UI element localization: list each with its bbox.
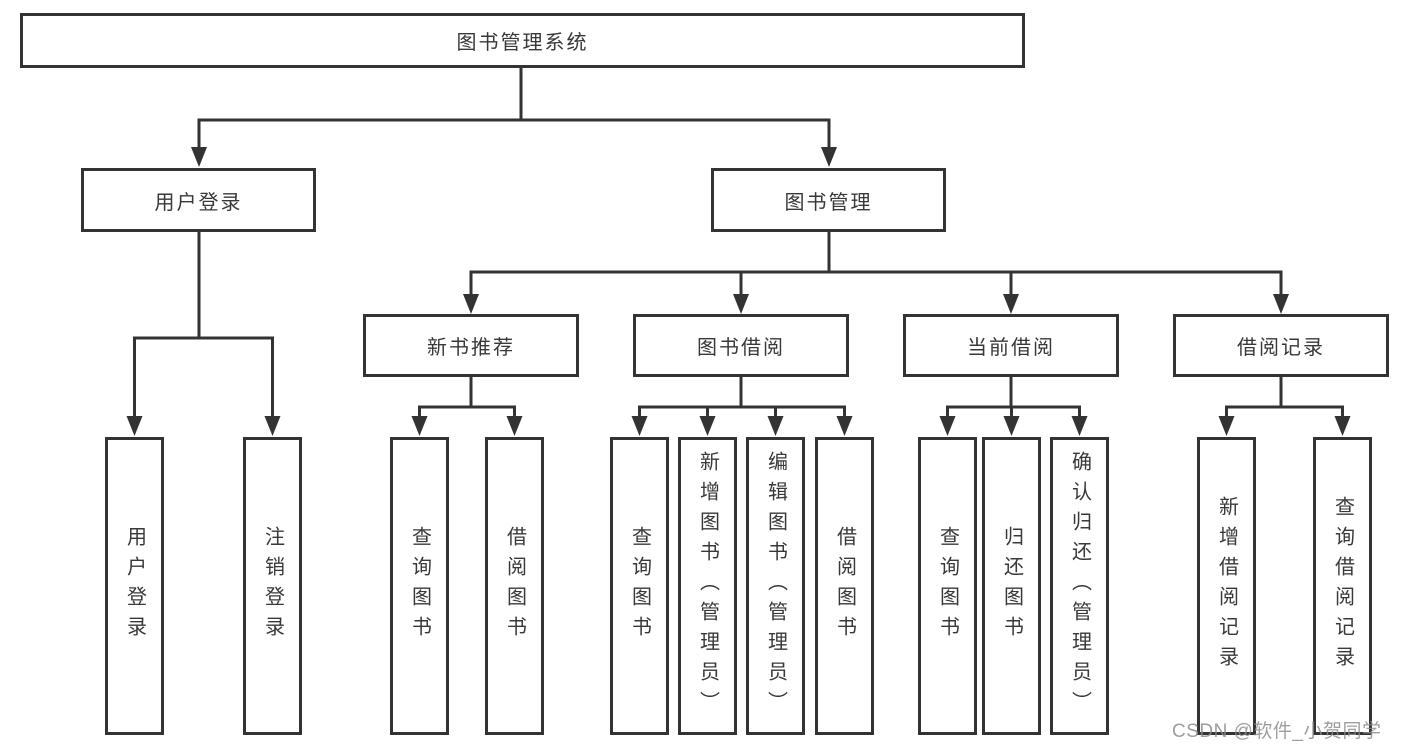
arrowhead: [699, 416, 716, 436]
node-leaf-add-borrow-record: 新增借阅记录: [1197, 437, 1256, 735]
node-current-borrowing: 当前借阅: [903, 314, 1119, 377]
arrowhead: [1273, 294, 1289, 314]
arrowhead: [631, 416, 648, 436]
arrowhead: [821, 147, 837, 167]
node-label: 用户登录: [123, 526, 146, 646]
arrowhead: [1003, 294, 1019, 314]
node-label: 借阅记录: [1237, 337, 1325, 359]
arrowhead: [1218, 416, 1235, 436]
node-label: 查询图书: [408, 526, 431, 646]
node-label: 图书借阅: [697, 337, 785, 359]
node-leaf-logout: 注销登录: [243, 437, 302, 735]
node-user-login: 用户登录: [81, 168, 316, 232]
arrowhead: [411, 416, 428, 436]
arrowhead: [1071, 416, 1088, 436]
connector-book-borrow-to-leaves: [638, 375, 846, 420]
node-leaf-borrow-books-borrowing: 借阅图书: [815, 437, 874, 735]
node-label: 新增借阅记录: [1215, 496, 1238, 676]
connector-current-borrow-to-leaves: [946, 375, 1081, 420]
connector-new-book-to-leaves: [418, 375, 516, 420]
arrowhead: [767, 416, 784, 436]
arrowhead: [939, 416, 956, 436]
node-label: 编辑图书（管理员）: [764, 451, 787, 721]
arrowhead: [733, 294, 749, 314]
arrowhead: [506, 416, 523, 436]
node-leaf-user-login: 用户登录: [105, 437, 164, 735]
node-leaf-query-books-current: 查询图书: [918, 437, 977, 735]
node-label: 用户登录: [154, 191, 243, 214]
arrowhead: [463, 294, 479, 314]
node-label: 当前借阅: [967, 337, 1055, 359]
node-leaf-edit-books-admin: 编辑图书（管理员）: [746, 437, 805, 735]
arrowhead: [264, 416, 281, 436]
arrowhead: [1334, 416, 1351, 436]
connector-borrow-records-to-leaves: [1225, 375, 1344, 420]
node-label: 确认归还（管理员）: [1068, 451, 1091, 721]
node-label: 查询借阅记录: [1331, 496, 1354, 676]
node-label: 归还图书: [1000, 526, 1023, 646]
node-label: 图书管理系统: [456, 32, 589, 54]
connector-book-management-to-level3: [469, 230, 1283, 298]
node-leaf-query-borrow-record: 查询借阅记录: [1313, 437, 1372, 735]
arrowhead: [1003, 416, 1020, 436]
node-label: 注销登录: [261, 526, 284, 646]
connector-paths: [133, 66, 1344, 420]
node-borrowing-records: 借阅记录: [1173, 314, 1389, 377]
node-leaf-query-books-borrowing: 查询图书: [610, 437, 669, 735]
node-library-management-system: 图书管理系统: [20, 13, 1025, 68]
arrowhead: [191, 147, 207, 167]
arrowheads: [126, 147, 1351, 436]
connector-root-to-level2: [197, 66, 831, 152]
node-label: 图书管理: [784, 191, 873, 214]
node-leaf-add-books-admin: 新增图书（管理员）: [678, 437, 737, 735]
node-new-book-recommendation: 新书推荐: [363, 314, 579, 377]
node-label: 新书推荐: [427, 337, 515, 359]
node-label: 新增图书（管理员）: [696, 451, 719, 721]
csdn-watermark: CSDN @软件_小贺同学: [1172, 721, 1382, 742]
connector-user-login-to-leaves: [133, 230, 274, 420]
node-book-management: 图书管理: [711, 168, 946, 232]
node-leaf-confirm-return-admin: 确认归还（管理员）: [1050, 437, 1109, 735]
node-label: 查询图书: [628, 526, 651, 646]
node-leaf-borrow-books-recommend: 借阅图书: [485, 437, 544, 735]
node-leaf-return-books: 归还图书: [982, 437, 1041, 735]
node-label: 借阅图书: [503, 526, 526, 646]
node-label: 查询图书: [936, 526, 959, 646]
arrowhead: [836, 416, 853, 436]
node-leaf-query-books-recommend: 查询图书: [390, 437, 449, 735]
node-book-borrowing: 图书借阅: [633, 314, 849, 377]
node-label: 借阅图书: [833, 526, 856, 646]
arrowhead: [126, 416, 143, 436]
